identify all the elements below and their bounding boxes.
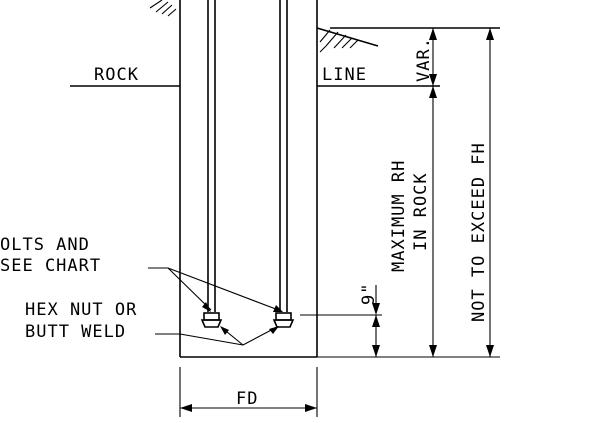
bolts-label-line2: SEE CHART <box>0 256 101 276</box>
bolts-label-line1: OLTS AND <box>0 235 90 255</box>
fd-label: FD <box>236 389 258 409</box>
rock-label: ROCK <box>94 65 139 85</box>
soil-hatch-right <box>319 29 359 53</box>
hexnut-leader <box>155 326 279 346</box>
soil-hatch-left <box>149 0 177 17</box>
fd-dimension <box>179 367 318 417</box>
rock-line-right <box>316 27 500 87</box>
hexnut-label-line1: HEX NUT OR <box>25 300 137 320</box>
max-rh-label-line1: MAXIMUM RH <box>389 160 409 272</box>
anchor-bolt-left <box>200 0 223 328</box>
hexnut-label-line2: BUTT WELD <box>25 322 126 342</box>
drilled-shaft <box>179 0 318 358</box>
max-rh-dimension <box>429 86 437 357</box>
anchor-bolt-right <box>272 0 295 328</box>
var-dimension <box>429 28 437 86</box>
nine-inch-dimension <box>300 285 500 358</box>
fh-dimension <box>486 28 494 357</box>
nine-inch-label: 9" <box>359 283 379 305</box>
max-rh-label-line2: IN ROCK <box>411 172 431 251</box>
line-label: LINE <box>322 65 367 85</box>
bolts-leader <box>148 267 283 312</box>
var-label: VAR. <box>414 37 434 82</box>
fh-label: NOT TO EXCEED FH <box>469 142 489 322</box>
